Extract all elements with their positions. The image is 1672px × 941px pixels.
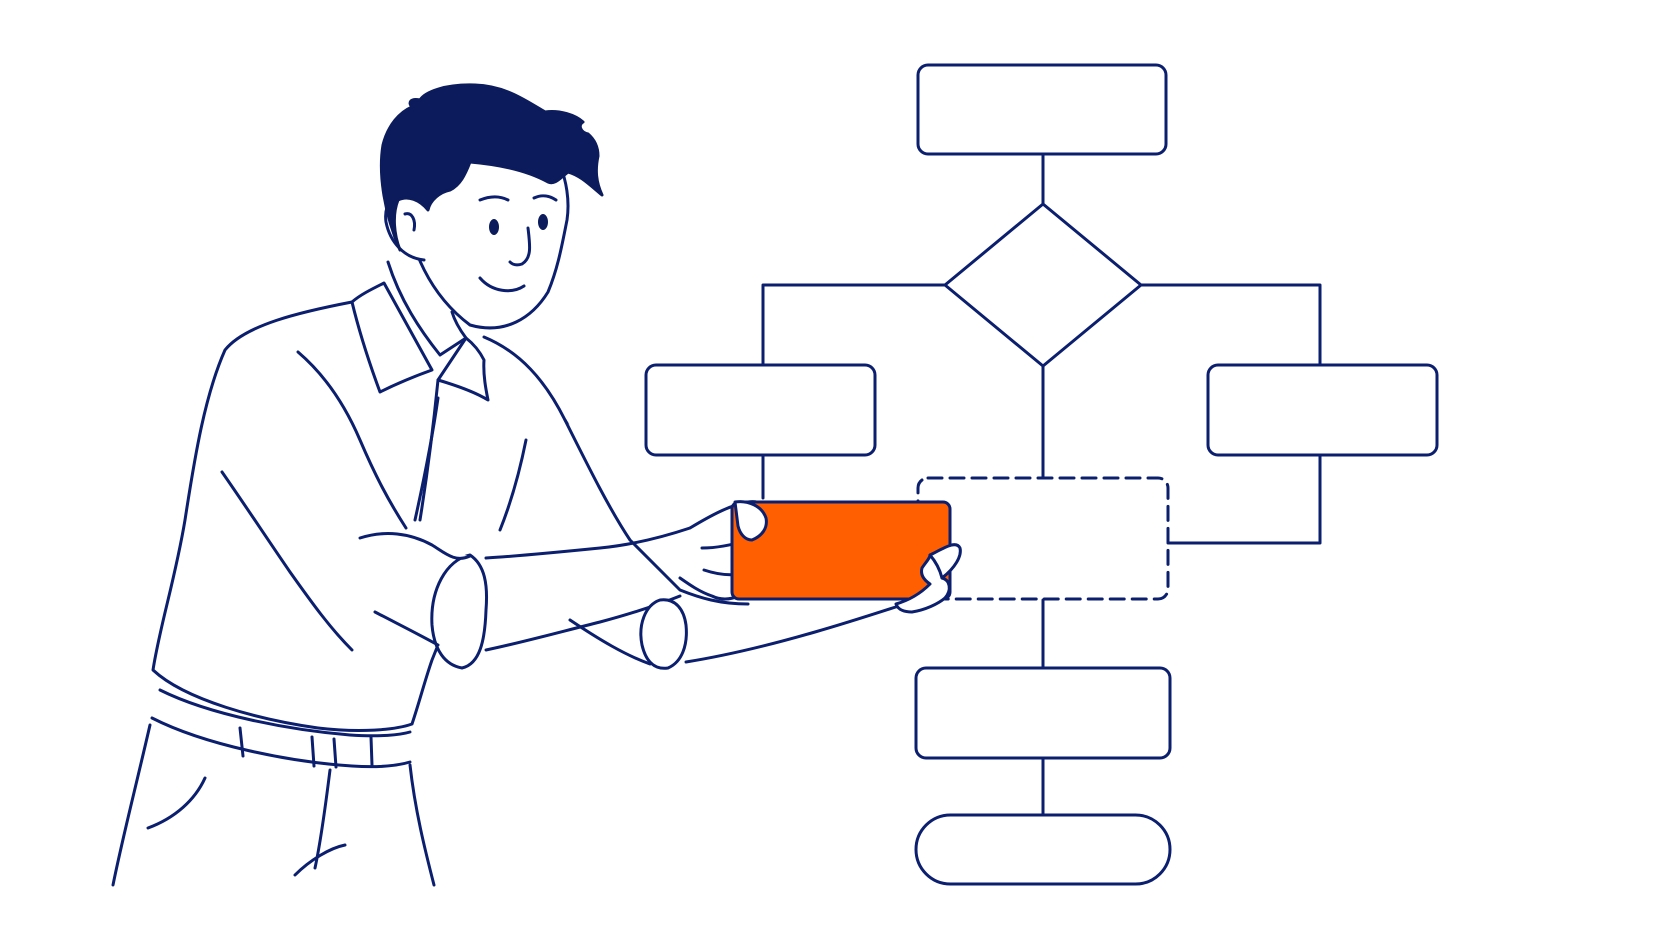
- collar-right: [436, 336, 490, 402]
- right-branch-box: [1206, 363, 1439, 457]
- start-box: [916, 63, 1168, 156]
- back-hand: [894, 543, 962, 614]
- smile: [478, 276, 526, 293]
- shirt-right-edge: [482, 335, 628, 532]
- left-sleeve-inner: [296, 350, 408, 530]
- collar-left: [350, 281, 434, 394]
- thumb-overlap: [733, 500, 768, 542]
- back-cuff: [639, 598, 688, 670]
- edge-decision-to-right: [1139, 283, 1322, 367]
- end-terminal: [914, 813, 1172, 886]
- process-box: [914, 666, 1172, 760]
- shirt-body: [151, 300, 442, 732]
- right-eye: [538, 214, 548, 230]
- hair: [379, 83, 604, 252]
- flowchart: [644, 63, 1439, 886]
- back-forearm: [684, 602, 907, 664]
- placeholder-slot: [916, 476, 1170, 601]
- belt-loop-1: [238, 726, 245, 758]
- front-thumb: [733, 500, 768, 542]
- shirt-fold-3: [498, 438, 528, 532]
- decision-diamond: [943, 202, 1143, 368]
- pants-fold: [293, 843, 347, 877]
- belt-top: [158, 688, 412, 738]
- flowchart-connectors: [761, 152, 1322, 817]
- pants-right: [408, 763, 436, 887]
- pants-crease: [313, 768, 332, 870]
- nose: [508, 226, 532, 267]
- front-sleeve-bottom: [373, 610, 440, 647]
- left-eye: [489, 219, 499, 235]
- shirt-fold-1: [220, 470, 354, 652]
- person-figure: [111, 83, 907, 887]
- edge-decision-to-left: [761, 283, 947, 367]
- neck: [386, 260, 468, 357]
- front-cuff: [430, 553, 489, 670]
- belt-loop-3: [369, 735, 374, 767]
- belt-bottom: [150, 716, 412, 769]
- belt-loop-2: [310, 735, 338, 769]
- pants-pocket: [146, 776, 207, 830]
- front-sleeve-roll: [358, 532, 472, 560]
- edge-right-to-slot: [1166, 453, 1322, 545]
- back-hand-knuckle: [928, 553, 944, 580]
- left-brow: [478, 195, 510, 202]
- pants-left: [111, 723, 152, 887]
- back-hand-fingers: [894, 543, 962, 614]
- placket: [418, 378, 440, 522]
- ear-inner: [403, 212, 416, 232]
- left-branch-box: [644, 363, 877, 457]
- right-brow: [532, 194, 558, 202]
